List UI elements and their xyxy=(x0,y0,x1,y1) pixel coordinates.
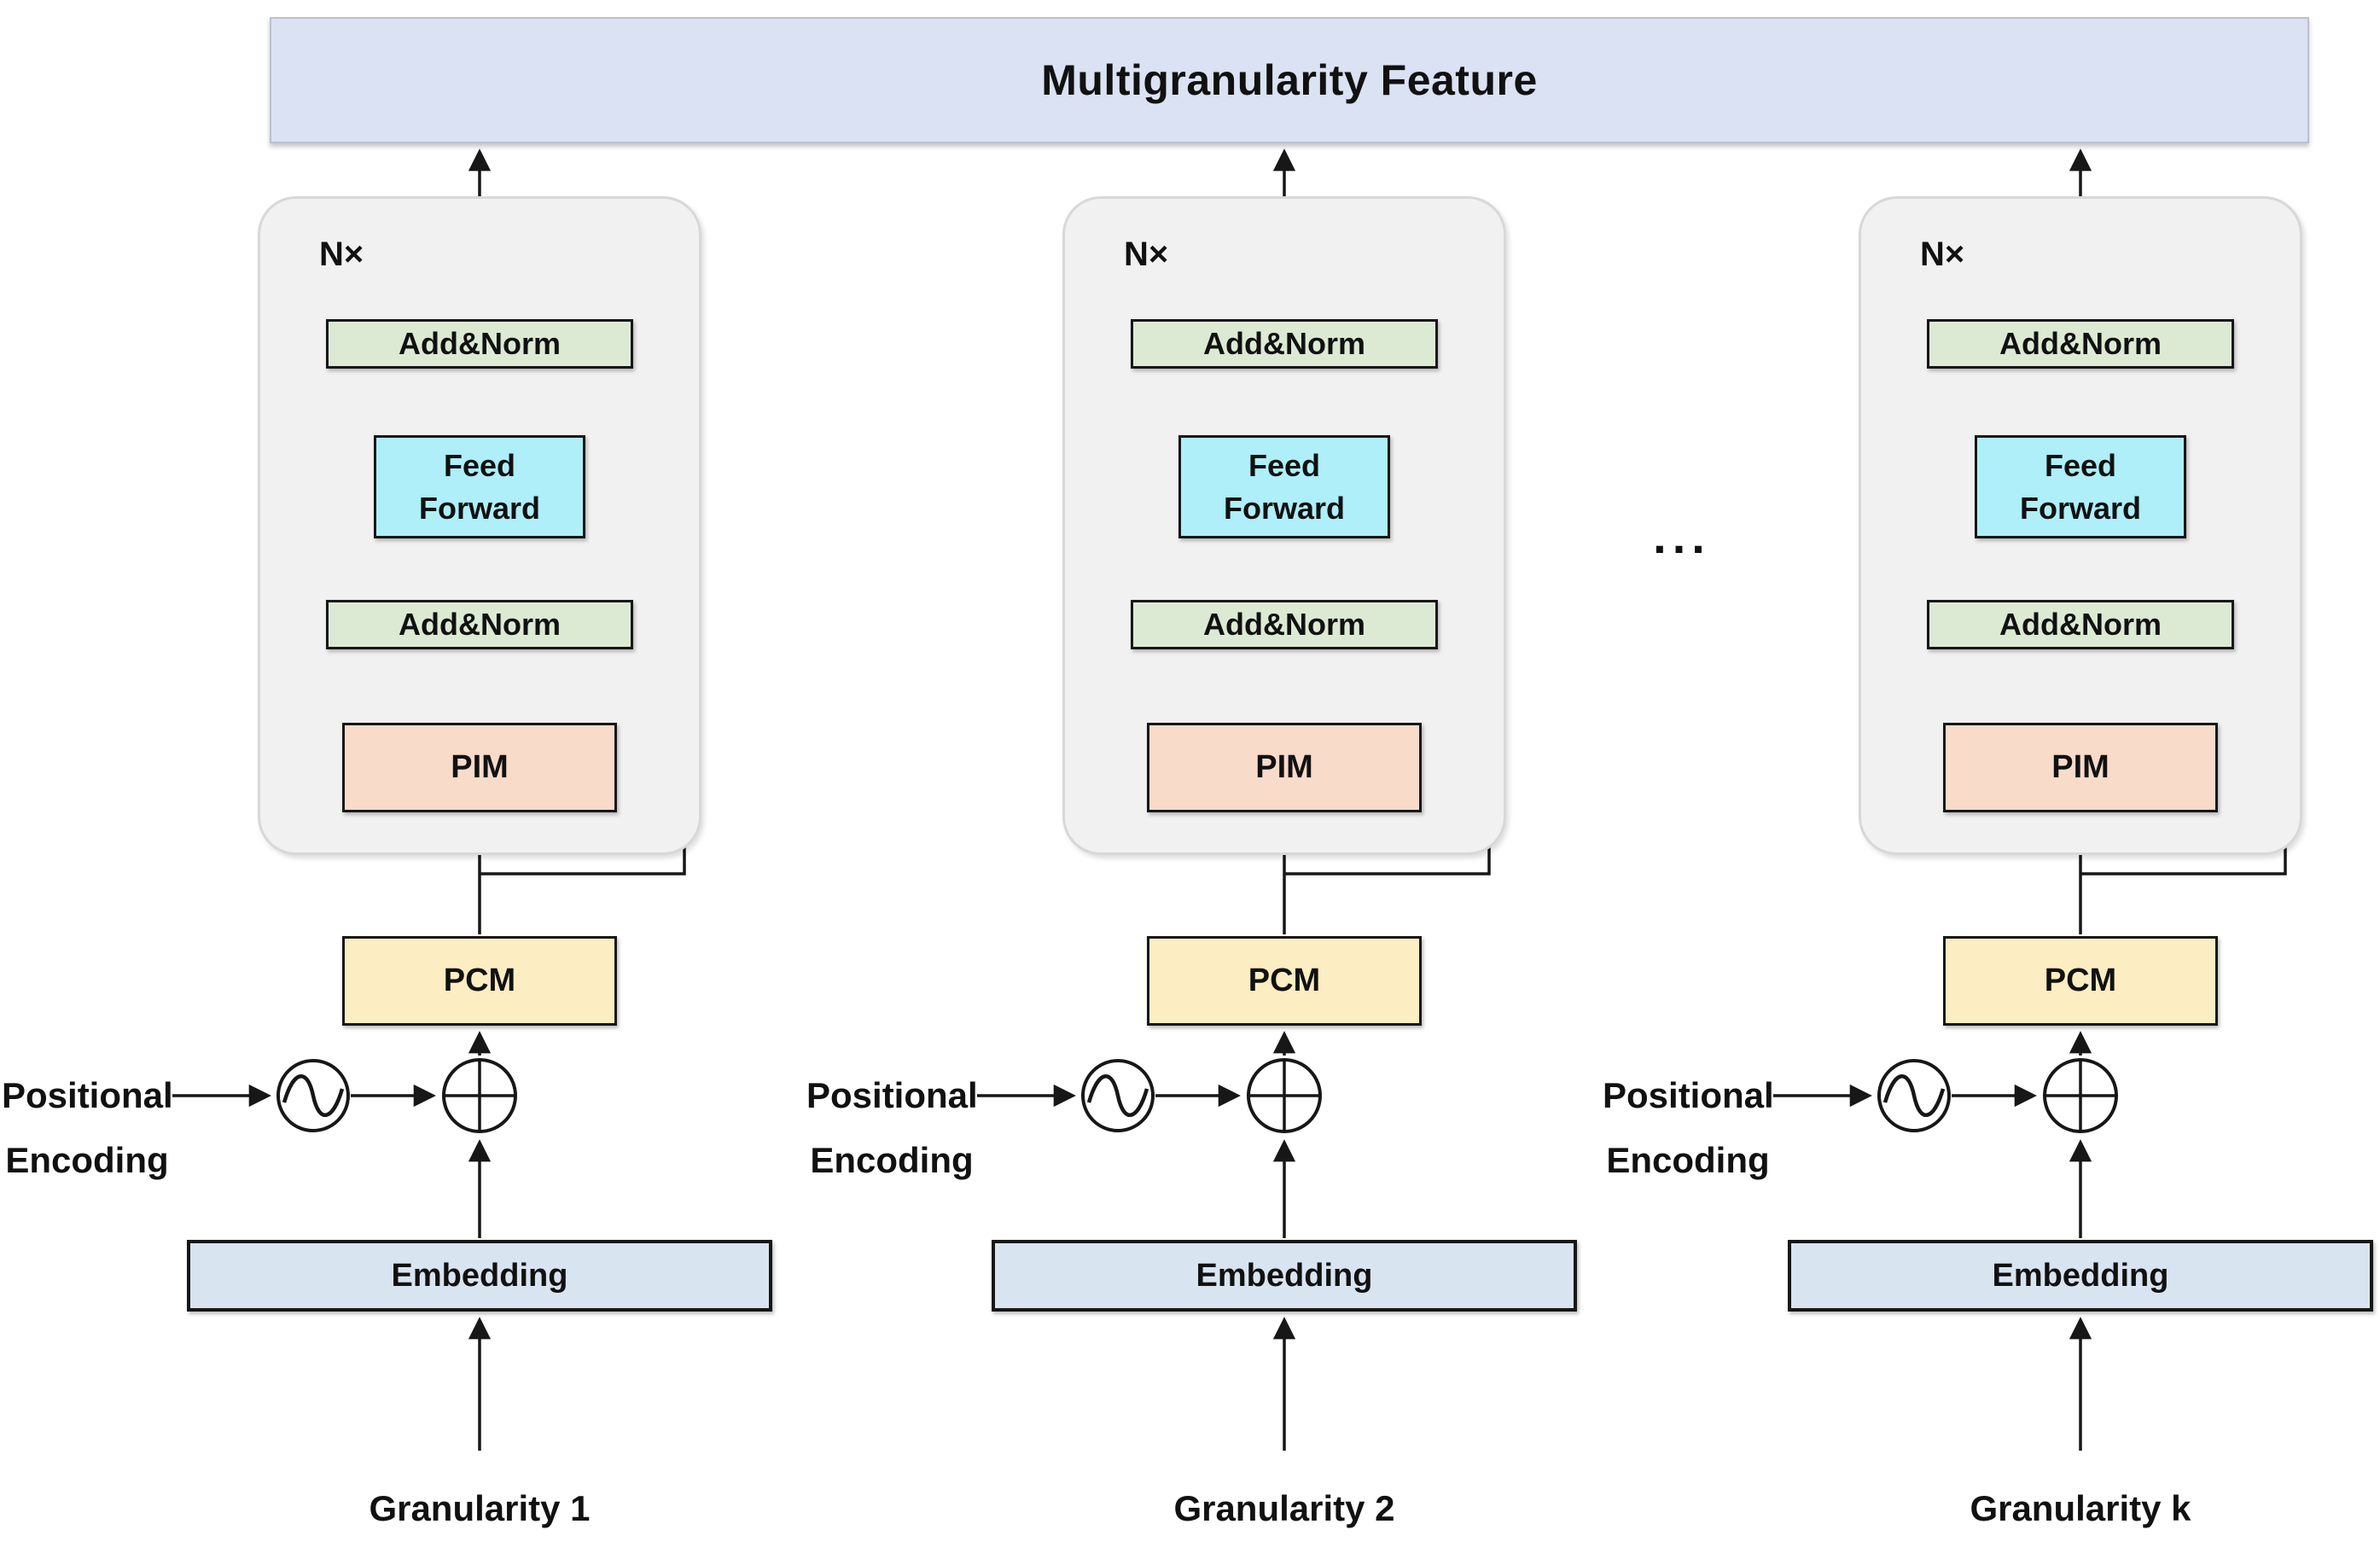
feed-forward-line1: Feed xyxy=(2044,447,2117,483)
repeat-count-label: N× xyxy=(1124,236,1169,273)
feed-forward-line1: Feed xyxy=(1248,447,1321,483)
repeat-count-label: N× xyxy=(1920,236,1965,273)
add-norm-top-box: Add&Norm xyxy=(326,319,633,369)
granularity-column-k: N× Add&Norm Feed Forward Add&Norm PIM PC… xyxy=(1603,0,2380,1559)
granularity-input-label: Granularity 1 xyxy=(369,1488,591,1528)
feed-forward-line2: Forward xyxy=(2019,490,2141,526)
feed-forward-line2: Forward xyxy=(1223,490,1345,526)
feed-forward-box: Feed Forward xyxy=(1178,435,1390,538)
add-norm-bottom-box: Add&Norm xyxy=(326,600,633,649)
feed-forward-line1: Feed xyxy=(443,447,516,483)
pcm-box: PCM xyxy=(1147,936,1422,1026)
embedding-box: Embedding xyxy=(1788,1240,2373,1312)
positional-encoding-label: Positional Encoding xyxy=(1603,1063,1774,1193)
positional-encoding-line1: Positional xyxy=(806,1075,978,1115)
plus-circle-icon xyxy=(1246,1057,1323,1134)
embedding-box: Embedding xyxy=(187,1240,772,1312)
repeat-count-label: N× xyxy=(319,236,364,273)
positional-encoding-label: Positional Encoding xyxy=(806,1063,978,1193)
embedding-box: Embedding xyxy=(992,1240,1577,1312)
add-norm-top-box: Add&Norm xyxy=(1927,319,2234,369)
granularity-column-2: N× Add&Norm Feed Forward Add&Norm PIM PC… xyxy=(806,0,1762,1559)
granularity-column-1: N× Add&Norm Feed Forward Add&Norm PIM PC… xyxy=(2,0,957,1559)
pcm-box: PCM xyxy=(342,936,617,1026)
positional-encoding-line1: Positional xyxy=(1603,1075,1774,1115)
feed-forward-line2: Forward xyxy=(418,490,540,526)
positional-encoding-line2: Encoding xyxy=(1606,1140,1770,1180)
pim-box: PIM xyxy=(1943,723,2218,812)
feed-forward-box: Feed Forward xyxy=(1975,435,2186,538)
positional-encoding-label: Positional Encoding xyxy=(2,1063,173,1193)
pim-box: PIM xyxy=(342,723,617,812)
add-norm-bottom-box: Add&Norm xyxy=(1927,600,2234,649)
granularity-input-label: Granularity k xyxy=(1970,1488,2191,1528)
granularity-input-label: Granularity 2 xyxy=(1173,1488,1395,1528)
sine-wave-icon xyxy=(276,1058,351,1133)
feed-forward-box: Feed Forward xyxy=(374,435,585,538)
add-norm-bottom-box: Add&Norm xyxy=(1131,600,1438,649)
plus-circle-icon xyxy=(2042,1057,2119,1134)
pcm-box: PCM xyxy=(1943,936,2218,1026)
plus-circle-icon xyxy=(441,1057,518,1134)
positional-encoding-line2: Encoding xyxy=(810,1140,974,1180)
multigranularity-feature-banner: Multigranularity Feature xyxy=(270,17,2309,143)
positional-encoding-line1: Positional xyxy=(2,1075,173,1115)
ellipsis-label: ... xyxy=(1653,509,1711,563)
positional-encoding-line2: Encoding xyxy=(5,1140,169,1180)
pim-box: PIM xyxy=(1147,723,1422,812)
add-norm-top-box: Add&Norm xyxy=(1131,319,1438,369)
sine-wave-icon xyxy=(1080,1058,1155,1133)
sine-wave-icon xyxy=(1877,1058,1952,1133)
